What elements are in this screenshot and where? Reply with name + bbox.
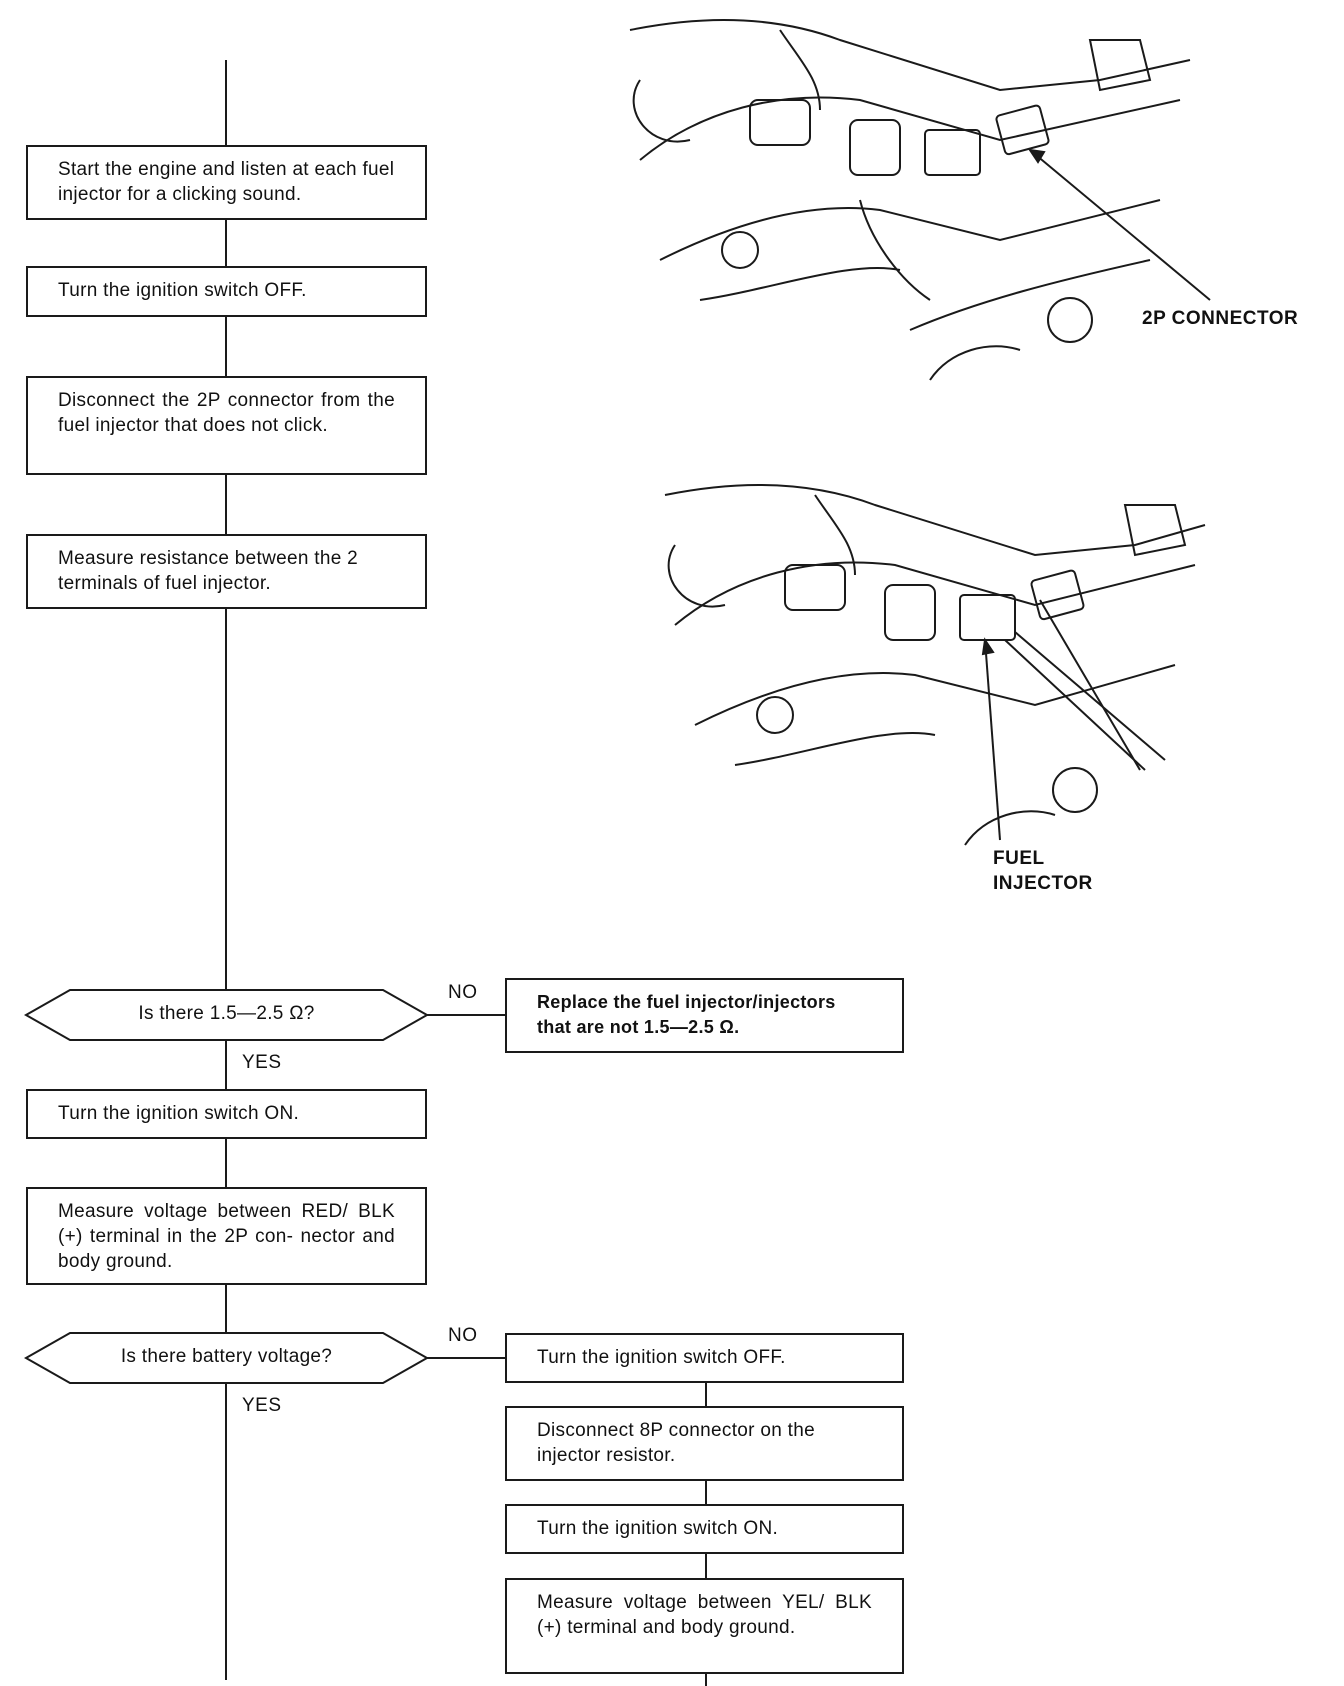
step-text: Replace the fuel injector/injectors that… bbox=[537, 992, 836, 1037]
step-disconnect-8p: Disconnect 8P connector on the injector … bbox=[505, 1406, 904, 1481]
step-disconnect-2p: Disconnect the 2P connector from the fue… bbox=[26, 376, 427, 475]
branch-no-label: NO bbox=[448, 1325, 478, 1346]
step-measure-resistance: Measure resistance between the 2 termina… bbox=[26, 534, 427, 609]
engine-illustration-top bbox=[629, 19, 1211, 381]
label-2p-connector: 2P CONNECTOR bbox=[1142, 308, 1299, 329]
label-injector: INJECTOR bbox=[993, 873, 1093, 894]
step-right-ignition-off: Turn the ignition switch OFF. bbox=[505, 1333, 904, 1383]
decision-shape-resistance bbox=[23, 989, 430, 1041]
engine-illustration-bottom bbox=[664, 484, 1206, 846]
step-text: Disconnect 8P connector on the injector … bbox=[537, 1420, 815, 1466]
decision-resistance: Is there 1.5—2.5 Ω? bbox=[138, 1003, 315, 1024]
branch-yes-label: YES bbox=[242, 1052, 282, 1073]
step-text: Measure resistance between the 2 termina… bbox=[58, 548, 359, 594]
step-right-ignition-on: Turn the ignition switch ON. bbox=[505, 1504, 904, 1554]
step-text: Turn the ignition switch OFF. bbox=[537, 1347, 786, 1368]
step-text: Measure voltage between RED/ BLK (+) ter… bbox=[58, 1201, 395, 1272]
step-ignition-off: Turn the ignition switch OFF. bbox=[26, 266, 427, 317]
step-text: Disconnect the 2P connector from the fue… bbox=[58, 390, 395, 436]
branch-yes-label: YES bbox=[242, 1395, 282, 1416]
decision-battery-voltage: Is there battery voltage? bbox=[120, 1346, 333, 1367]
step-text: Start the engine and listen at each fuel… bbox=[58, 159, 395, 205]
step-ignition-on: Turn the ignition switch ON. bbox=[26, 1089, 427, 1139]
step-start-engine: Start the engine and listen at each fuel… bbox=[26, 145, 427, 220]
step-measure-voltage-yel-blk: Measure voltage between YEL/ BLK (+) ter… bbox=[505, 1578, 904, 1674]
step-text: Turn the ignition switch ON. bbox=[58, 1103, 300, 1124]
step-text: Turn the ignition switch ON. bbox=[537, 1518, 779, 1539]
step-measure-voltage-red-blk: Measure voltage between RED/ BLK (+) ter… bbox=[26, 1187, 427, 1285]
step-replace-injector: Replace the fuel injector/injectors that… bbox=[505, 978, 904, 1053]
branch-no-label: NO bbox=[448, 982, 478, 1003]
step-text: Turn the ignition switch OFF. bbox=[58, 280, 307, 301]
decision-shape-voltage bbox=[23, 1332, 430, 1384]
step-text: Measure voltage between YEL/ BLK (+) ter… bbox=[537, 1592, 872, 1638]
label-fuel: FUEL bbox=[993, 848, 1045, 869]
